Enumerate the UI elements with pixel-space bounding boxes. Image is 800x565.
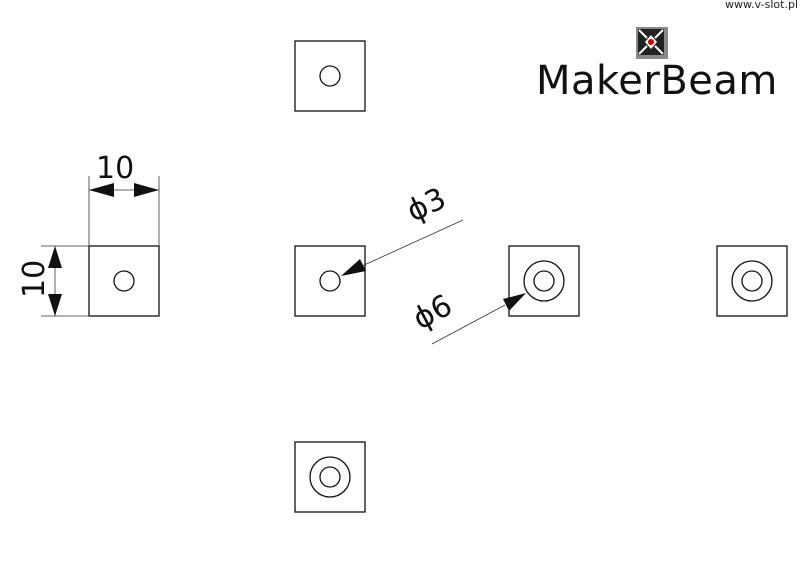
beam-bottom-view [294, 441, 366, 513]
height-dimension-label: 10 [17, 260, 52, 298]
width-dimension-label: 10 [96, 151, 134, 186]
website-url: www.v-slot.pl [724, 0, 798, 11]
beam-end-view-dimensioned [41, 176, 160, 317]
large-hole-diameter-label: ϕ6 [407, 288, 458, 337]
beam-right-view [716, 245, 788, 317]
beam-center-view [294, 219, 464, 317]
makerbeam-logo-icon [636, 27, 668, 59]
brand-name: MakerBeam [536, 58, 778, 104]
beam-top-view [294, 40, 366, 112]
beam-counterbore-view [431, 245, 580, 345]
small-hole-diameter-label: ϕ3 [402, 181, 452, 229]
